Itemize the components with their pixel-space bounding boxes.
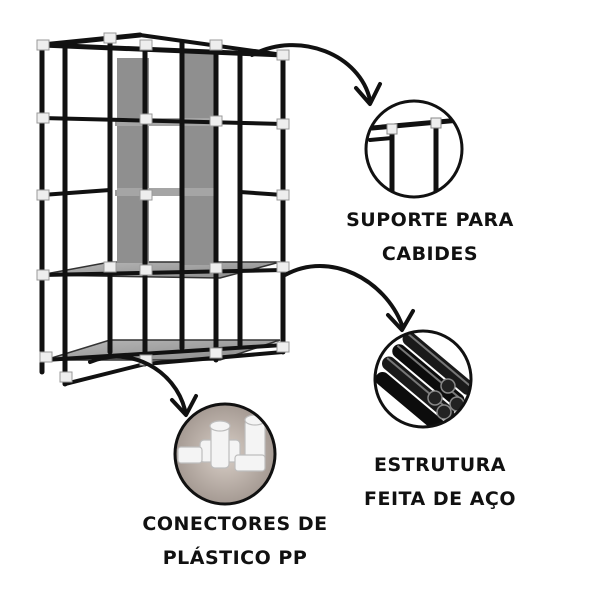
arrow-to-pp-connectors [88, 354, 198, 417]
wardrobe-illustration [36, 32, 290, 387]
wardrobe-fabric-panels [117, 50, 215, 265]
steel-structure-caption-line2: FEITA DE AÇO [364, 488, 516, 510]
pp-connectors-caption: CONECTORES DE PLÁSTICO PP [120, 507, 350, 575]
hanger-support-caption-line2: CABIDES [381, 243, 479, 265]
wardrobe-connectors [36, 32, 290, 383]
wardrobe-steel-frame [39, 32, 286, 387]
arrow-to-steel-structure [283, 263, 415, 332]
steel-structure-caption: ESTRUTURA FEITA DE AÇO [345, 448, 535, 516]
pp-connectors-detail-image [173, 402, 277, 506]
steel-structure-detail-image [373, 329, 473, 429]
steel-structure-caption-line1: ESTRUTURA [374, 454, 506, 476]
callout-arrows [88, 43, 415, 417]
pp-connectors-caption-line1: CONECTORES DE [142, 513, 328, 535]
hanger-support-caption: SUPORTE PARA CABIDES [330, 203, 530, 271]
pp-connectors-caption-line2: PLÁSTICO PP [162, 547, 308, 569]
hanger-support-detail-image [364, 99, 464, 199]
arrow-to-hanger-support [250, 43, 382, 106]
hanger-support-caption-line1: SUPORTE PARA [346, 209, 514, 231]
wardrobe-shelves [39, 118, 281, 361]
